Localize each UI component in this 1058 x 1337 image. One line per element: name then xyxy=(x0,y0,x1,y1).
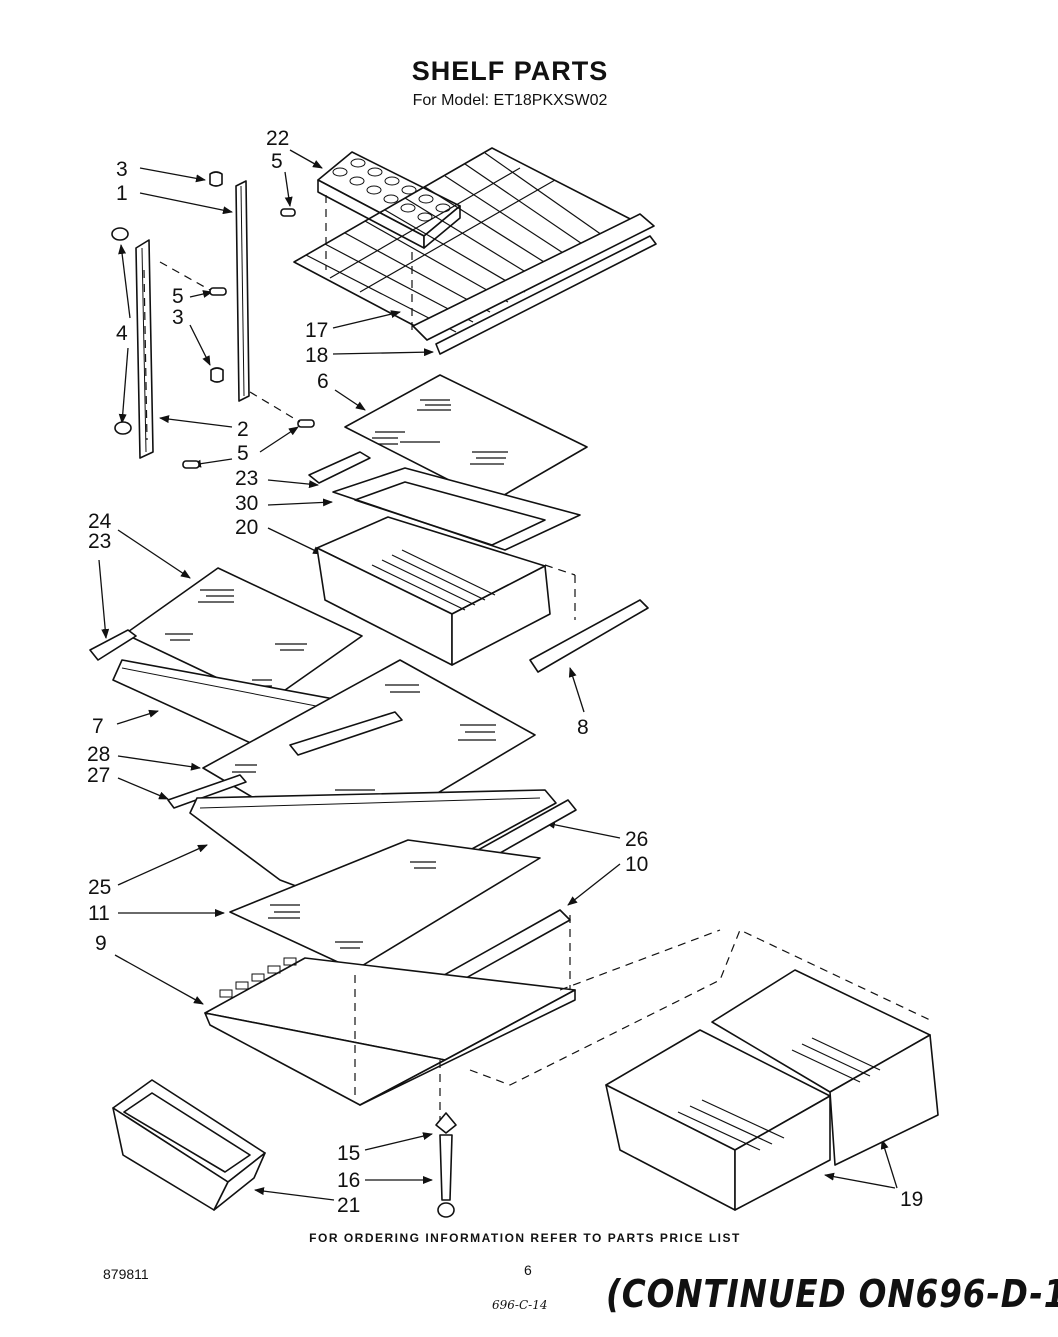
callout-5-low: 5 xyxy=(237,442,249,465)
callout-19: 19 xyxy=(900,1188,923,1211)
callout-23-lower: 23 xyxy=(88,530,111,553)
drawer-base-9 xyxy=(204,915,576,1120)
page-number: 6 xyxy=(524,1262,532,1278)
crisper-drawers-19 xyxy=(605,969,939,1211)
callout-9: 9 xyxy=(95,932,107,955)
glass-shelf-11 xyxy=(229,839,541,971)
shaft-part-16 xyxy=(437,1134,455,1218)
shelf-frame-25 xyxy=(189,789,557,911)
callout-16: 16 xyxy=(337,1169,360,1192)
callout-27: 27 xyxy=(87,764,110,787)
callout-3-top: 3 xyxy=(116,158,128,181)
callout-30: 30 xyxy=(235,492,258,515)
callout-15: 15 xyxy=(337,1142,360,1165)
crisper-cover-30 xyxy=(332,467,581,551)
trim-27 xyxy=(167,774,247,809)
callout-25: 25 xyxy=(88,876,111,899)
trim-23-lower xyxy=(89,629,137,661)
callout-17: 17 xyxy=(305,319,328,342)
leader-lines xyxy=(98,149,898,1201)
trim-8-right xyxy=(529,599,649,673)
ordering-note: FOR ORDERING INFORMATION REFER TO PARTS … xyxy=(309,1231,741,1245)
shelf-rail-1 xyxy=(235,180,250,402)
callout-2: 2 xyxy=(237,418,249,441)
callout-5-top: 5 xyxy=(271,150,283,173)
connector-dashes xyxy=(469,929,931,1086)
callout-23-upper: 23 xyxy=(235,467,258,490)
callout-20: 20 xyxy=(235,516,258,539)
handwritten-reference: 696-C-14 xyxy=(492,1298,548,1312)
callout-10: 10 xyxy=(625,853,648,876)
callout-7: 7 xyxy=(92,715,104,738)
callout-3-mid: 3 xyxy=(172,306,184,329)
callout-1: 1 xyxy=(116,182,128,205)
callout-6: 6 xyxy=(317,370,329,393)
trim-23-upper xyxy=(308,451,371,484)
crisper-20 xyxy=(316,516,576,666)
door-bin-21 xyxy=(112,1079,266,1211)
cam-part-15 xyxy=(435,1112,457,1134)
callout-26: 26 xyxy=(625,828,648,851)
callout-8-right: 8 xyxy=(577,716,589,739)
document-number: 879811 xyxy=(103,1266,149,1282)
callout-22: 22 xyxy=(266,127,289,150)
callout-24: 24 xyxy=(88,510,112,533)
callout-11: 11 xyxy=(88,902,110,925)
glass-shelf-6 xyxy=(344,374,588,503)
model-subtitle: For Model: ET18PKXSW02 xyxy=(412,92,608,109)
rail-cap-parts xyxy=(111,171,315,469)
callout-5-mid: 5 xyxy=(172,285,184,308)
callout-labels: 3 1 22 5 5 3 4 2 5 17 18 6 23 30 20 24 2… xyxy=(87,127,923,1217)
continued-note: (CONTINUED ON696-D-1) xyxy=(606,1272,1058,1316)
callout-28: 28 xyxy=(87,743,110,766)
trim-8-mid xyxy=(289,711,403,756)
callout-18: 18 xyxy=(305,344,328,367)
ice-tray xyxy=(317,151,461,249)
callout-4: 4 xyxy=(116,322,128,345)
page-title: SHELF PARTS xyxy=(411,56,609,86)
shelf-rail-2 xyxy=(135,239,154,459)
callout-21: 21 xyxy=(337,1194,360,1217)
shelf-trim-18 xyxy=(412,213,657,355)
wire-shelf xyxy=(293,147,641,335)
